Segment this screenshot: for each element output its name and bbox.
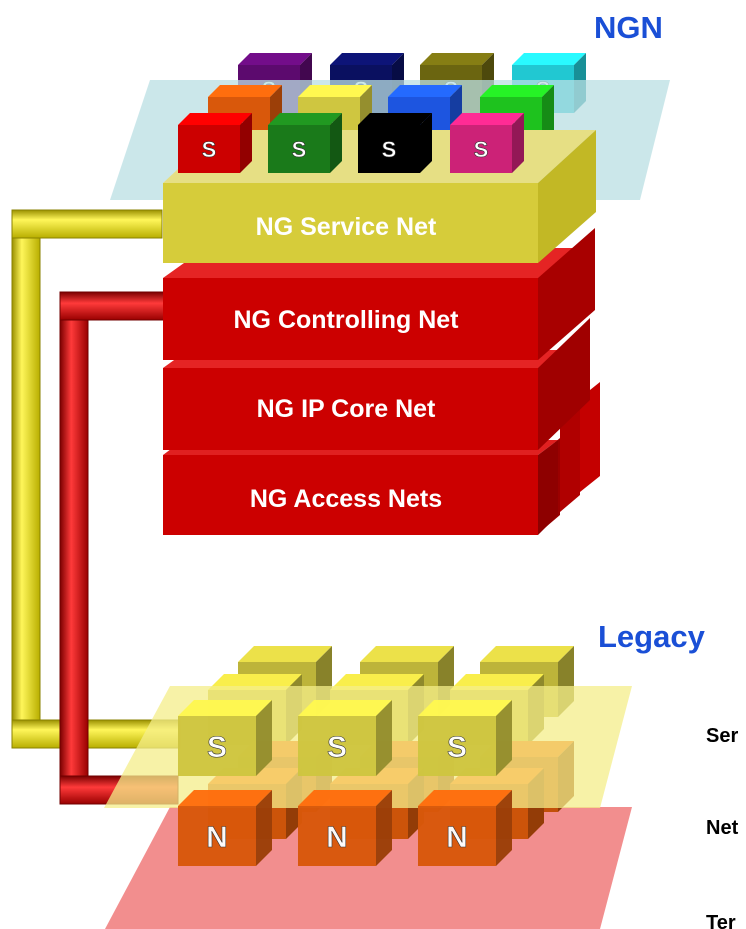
legacy-network-cube-front-3-label: N: [446, 821, 468, 854]
yellow-service-link: [11, 209, 181, 749]
ngn-service-cube-front-1-label: S: [202, 137, 217, 162]
legacy-network-cube-front-3: N: [418, 790, 512, 866]
legacy-side-label-network: Net: [706, 817, 739, 839]
ngn-title: NGN: [594, 10, 663, 45]
red-control-link: [59, 291, 179, 805]
legacy-service-cube-front-2: S: [298, 700, 392, 776]
ngn-service-cube-front-4-label: S: [474, 137, 489, 162]
ngn-service-net-label: NG Service Net: [256, 213, 437, 241]
legacy-service-cube-front-1-label: S: [207, 731, 227, 764]
ngn-service-cube-front-3: S: [358, 113, 432, 173]
ngn-ip-core-net-label: NG IP Core Net: [257, 395, 436, 423]
legacy-network-cube-front-1-label: N: [206, 821, 228, 854]
legacy-service-cube-front-3: S: [418, 700, 512, 776]
ngn-service-cube-front-3-label: S: [382, 137, 397, 162]
ngn-controlling-net-label: NG Controlling Net: [234, 306, 460, 334]
legacy-service-cube-front-2-label: S: [327, 731, 347, 764]
ngn-service-cube-front-4: S: [450, 113, 524, 173]
ngn-service-cube-front-2-label: S: [292, 137, 307, 162]
legacy-title: Legacy: [598, 619, 706, 654]
legacy-network-cube-front-2: N: [298, 790, 392, 866]
legacy-side-label-service: Ser: [706, 725, 738, 747]
ngn-access-nets-label: NG Access Nets: [250, 485, 442, 513]
ngn-service-cube-front-2: S: [268, 113, 342, 173]
legacy-front-cubes: S S S N N N: [178, 700, 512, 866]
legacy-service-cube-front-1: S: [178, 700, 272, 776]
legacy-network-cube-front-1: N: [178, 790, 272, 866]
ngn-service-cube-front-1: S: [178, 113, 252, 173]
legacy-service-cube-front-3-label: S: [447, 731, 467, 764]
legacy-network-cube-front-2-label: N: [326, 821, 348, 854]
legacy-side-label-terminal: Ter: [706, 912, 736, 929]
